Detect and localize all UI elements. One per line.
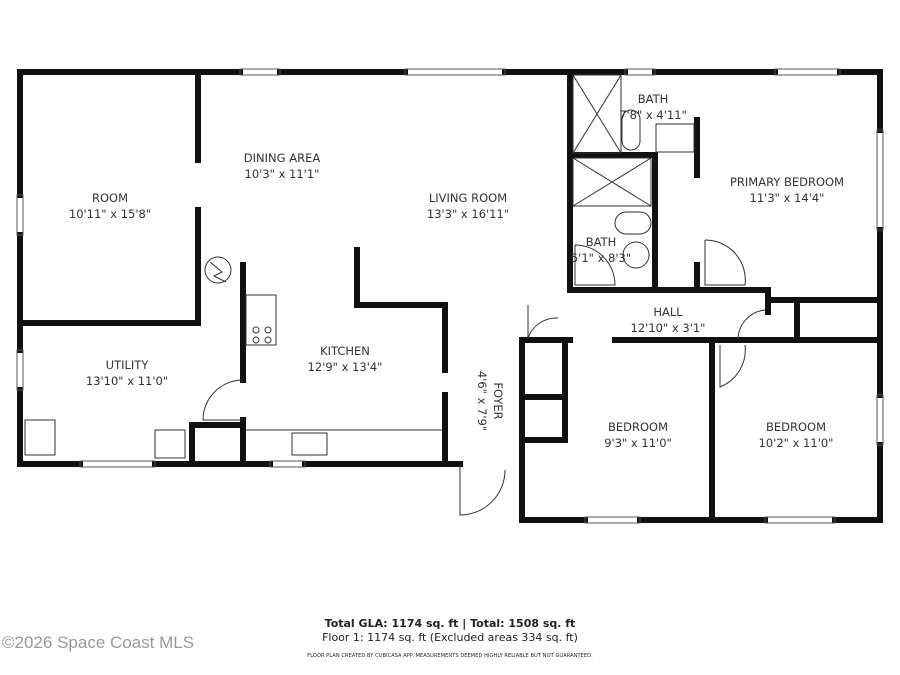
room-name: UTILITY [105, 358, 149, 372]
room-size: 10'11" x 15'8" [68, 207, 152, 221]
room-size: 12'9" x 13'4" [307, 360, 383, 374]
room-name: BATH [585, 235, 617, 249]
room-size: 5'1" x 8'3" [570, 251, 632, 265]
room-label: UTILITY 13'10" x 11'0" [86, 357, 168, 389]
room-size: 12'10" x 3'1" [630, 321, 706, 335]
room-size: 13'10" x 11'0" [85, 374, 169, 388]
room-name: BATH [637, 92, 669, 106]
room-size: 10'3" x 11'1" [244, 167, 320, 181]
windows [16, 68, 884, 524]
total-area: Total GLA: 1174 sq. ft | Total: 1508 sq.… [324, 617, 576, 630]
room-name: BEDROOM [765, 420, 827, 434]
watermark: ©2026 Space Coast MLS [2, 633, 195, 652]
room-name: PRIMARY BEDROOM [729, 175, 845, 189]
room-name: HALL [653, 305, 683, 319]
room-name: ROOM [91, 191, 129, 205]
room-name: LIVING ROOM [428, 191, 508, 205]
disclaimer: FLOOR PLAN CREATED BY CUBICASA APP. MEAS… [307, 653, 593, 659]
room-label: BEDROOM 10'2" x 11'0" [759, 419, 834, 451]
room-name: KITCHEN [320, 344, 370, 358]
room-size: 9'3" x 11'0" [604, 436, 672, 450]
doors [24, 74, 766, 516]
room-size: 10'2" x 11'0" [758, 436, 834, 450]
room-label: KITCHEN 12'9" x 13'4" [308, 343, 383, 375]
room-label: BATH 7'8" x 4'11" [619, 91, 687, 123]
room-name: BEDROOM [607, 420, 669, 434]
room-size: 11'3" x 14'4" [749, 191, 825, 205]
room-size: 7'8" x 4'11" [619, 108, 687, 122]
room-label: BEDROOM 9'3" x 11'0" [604, 419, 672, 451]
room-size: 13'3" x 16'11" [426, 207, 510, 221]
walls [17, 69, 883, 523]
floor-area: Floor 1: 1174 sq. ft (Excluded areas 334… [322, 631, 578, 644]
room-label: PRIMARY BEDROOM 11'3" x 14'4" [730, 174, 844, 206]
room-label: BATH 5'1" x 8'3" [571, 234, 631, 266]
room-label: DINING AREA 10'3" x 11'1" [244, 150, 320, 182]
room-label: ROOM 10'11" x 15'8" [69, 190, 151, 222]
room-label: LIVING ROOM 13'3" x 16'11" [427, 190, 509, 222]
room-name: DINING AREA [243, 151, 321, 165]
room-label: HALL 12'10" x 3'1" [631, 304, 706, 336]
room-name: FOYER [491, 382, 505, 420]
room-size: 4'6" x 7'9" [475, 370, 489, 432]
